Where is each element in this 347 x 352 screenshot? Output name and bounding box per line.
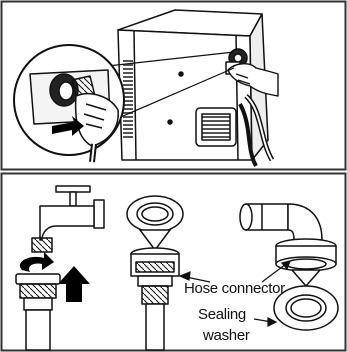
sealing-washer-middle	[127, 196, 183, 250]
zoom-detail	[14, 45, 124, 162]
hose-connector-middle	[131, 248, 179, 350]
hose-connector-label: Hose connector	[184, 281, 285, 297]
up-arrow-icon	[58, 266, 90, 302]
tighten-arrow-icon	[20, 252, 54, 272]
hose-adapter-left	[16, 274, 60, 350]
washer-label: washer	[203, 328, 250, 344]
sealing-label: Sealing	[198, 307, 246, 323]
elbow-fitting	[240, 204, 336, 286]
faucet	[32, 186, 104, 252]
washing-machine	[118, 10, 272, 166]
